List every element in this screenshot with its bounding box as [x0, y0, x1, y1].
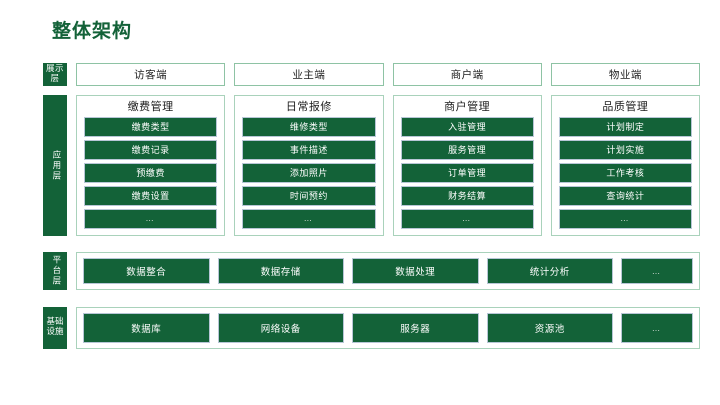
application-item-list: 入驻管理 服务管理 订单管理 财务结算 … — [400, 116, 534, 229]
application-card-quality: 品质管理 计划制定 计划实施 工作考核 查询统计 … — [550, 95, 700, 236]
infrastructure-chip[interactable]: 数据库 — [83, 313, 210, 343]
platform-chip-list: 数据整合 数据存储 数据处理 统计分析 … — [76, 252, 700, 290]
infrastructure-chip[interactable]: 网络设备 — [217, 313, 344, 343]
application-card-title: 日常报修 — [285, 100, 332, 113]
application-layer-row: 应用层 缴费管理 缴费类型 缴费记录 预缴费 缴费设置 … 日常报修 维修类型 … — [43, 95, 700, 236]
application-card-repair: 日常报修 维修类型 事件描述 添加照片 时间预约 … — [234, 95, 384, 236]
page-title: 整体架构 — [52, 20, 133, 42]
layer-label-infrastructure-line2: 设施 — [46, 327, 64, 337]
platform-chip-more[interactable]: … — [621, 258, 693, 284]
application-item-list: 计划制定 计划实施 工作考核 查询统计 … — [558, 116, 692, 229]
presentation-box-owner[interactable]: 业主端 — [234, 63, 384, 86]
infrastructure-layer-row: 基础 设施 数据库 网络设备 服务器 资源池 … — [43, 307, 700, 349]
platform-chip[interactable]: 数据处理 — [352, 258, 479, 284]
application-item[interactable]: 添加照片 — [242, 162, 376, 183]
application-card-merchant: 商户管理 入驻管理 服务管理 订单管理 财务结算 … — [392, 95, 542, 236]
application-item-more[interactable]: … — [242, 208, 376, 229]
layer-label-application: 应用层 — [43, 95, 67, 236]
application-item[interactable]: 事件描述 — [242, 139, 376, 160]
application-card-list: 缴费管理 缴费类型 缴费记录 预缴费 缴费设置 … 日常报修 维修类型 事件描述… — [76, 95, 700, 236]
application-card-title: 缴费管理 — [127, 100, 174, 113]
application-item[interactable]: 预缴费 — [84, 162, 218, 183]
presentation-box-list: 访客端 业主端 商户端 物业端 — [76, 63, 700, 86]
application-item[interactable]: 查询统计 — [558, 185, 692, 206]
presentation-layer-row: 展示层 访客端 业主端 商户端 物业端 — [43, 63, 700, 86]
application-card-title: 品质管理 — [602, 100, 649, 113]
application-item[interactable]: 订单管理 — [400, 162, 534, 183]
infrastructure-chip[interactable]: 资源池 — [486, 313, 613, 343]
platform-chip[interactable]: 数据存储 — [217, 258, 344, 284]
application-item[interactable]: 计划实施 — [558, 139, 692, 160]
application-item[interactable]: 工作考核 — [558, 162, 692, 183]
layer-label-presentation: 展示层 — [43, 63, 67, 86]
layer-label-infrastructure: 基础 设施 — [43, 307, 67, 349]
presentation-box-merchant[interactable]: 商户端 — [392, 63, 542, 86]
application-item[interactable]: 缴费类型 — [84, 116, 218, 137]
application-item-more[interactable]: … — [558, 208, 692, 229]
application-item[interactable]: 入驻管理 — [400, 116, 534, 137]
presentation-box-property[interactable]: 物业端 — [550, 63, 700, 86]
application-item[interactable]: 缴费设置 — [84, 185, 218, 206]
application-item-more[interactable]: … — [400, 208, 534, 229]
application-item[interactable]: 维修类型 — [242, 116, 376, 137]
infrastructure-chip-list: 数据库 网络设备 服务器 资源池 … — [76, 307, 700, 349]
application-item[interactable]: 时间预约 — [242, 185, 376, 206]
layer-label-infrastructure-line1: 基础 — [46, 317, 64, 328]
application-item-more[interactable]: … — [84, 208, 218, 229]
infrastructure-chip[interactable]: 服务器 — [352, 313, 479, 343]
application-card-payment: 缴费管理 缴费类型 缴费记录 预缴费 缴费设置 … — [76, 95, 226, 236]
application-item-list: 维修类型 事件描述 添加照片 时间预约 … — [242, 116, 376, 229]
application-item[interactable]: 财务结算 — [400, 185, 534, 206]
platform-layer-row: 平台层 数据整合 数据存储 数据处理 统计分析 … — [43, 252, 700, 290]
application-item[interactable]: 服务管理 — [400, 139, 534, 160]
application-card-title: 商户管理 — [444, 100, 491, 113]
layer-label-platform: 平台层 — [43, 252, 67, 290]
platform-chip[interactable]: 统计分析 — [486, 258, 613, 284]
infrastructure-chip-more[interactable]: … — [621, 313, 693, 343]
application-item[interactable]: 缴费记录 — [84, 139, 218, 160]
application-item[interactable]: 计划制定 — [558, 116, 692, 137]
application-item-list: 缴费类型 缴费记录 预缴费 缴费设置 … — [84, 116, 218, 229]
platform-chip[interactable]: 数据整合 — [83, 258, 210, 284]
presentation-box-visitor[interactable]: 访客端 — [76, 63, 226, 86]
